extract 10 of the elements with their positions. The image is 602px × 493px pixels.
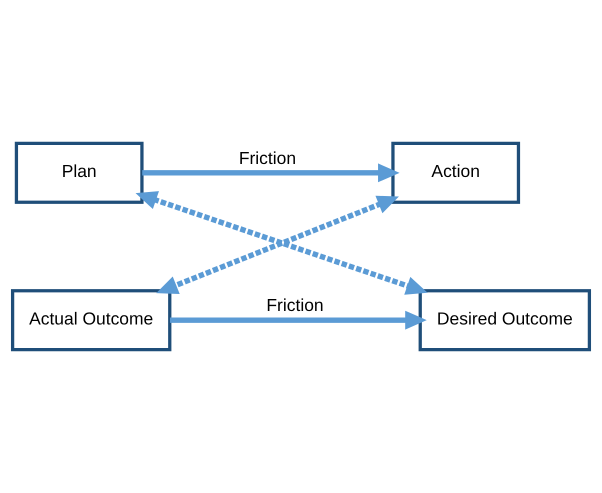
arrow <box>136 191 428 295</box>
arrow <box>142 163 400 182</box>
node-box: Desired Outcome <box>418 289 592 352</box>
node-box: Action <box>391 142 520 204</box>
edge-label: Friction <box>238 148 296 168</box>
node-box: Plan <box>14 142 144 204</box>
node-box: Actual Outcome <box>10 289 172 352</box>
edge-label: Friction <box>266 295 324 316</box>
arrow <box>170 310 427 330</box>
arrow <box>156 196 399 294</box>
